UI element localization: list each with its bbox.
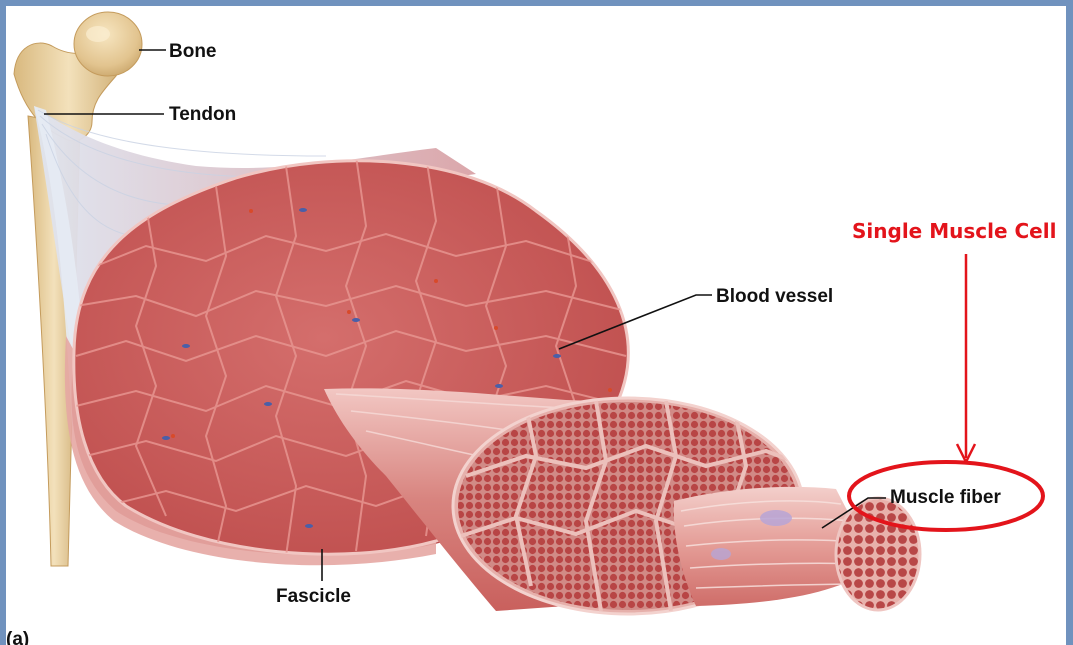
annotation-ellipse (847, 460, 1045, 532)
muscle-anatomy-illustration (13, 11, 1045, 616)
blood-vessel-label: Blood vessel (716, 286, 834, 307)
blood-vessel-leader-line (558, 294, 712, 350)
bone-label: Bone (169, 41, 217, 62)
single-muscle-cell-label: Single Muscle Cell (852, 219, 1057, 243)
single-cell-annotation (847, 254, 1045, 532)
fascicle-label: Fascicle (276, 586, 351, 607)
panel-letter: (a) (6, 629, 30, 645)
muscle-fiber-leader-line (821, 497, 886, 529)
tendon-label: Tendon (169, 104, 237, 125)
diagram-canvas: Bone Tendon Blood vessel Fascicle Muscle… (6, 6, 1066, 645)
muscle-fiber-label: Muscle fiber (890, 487, 1001, 508)
